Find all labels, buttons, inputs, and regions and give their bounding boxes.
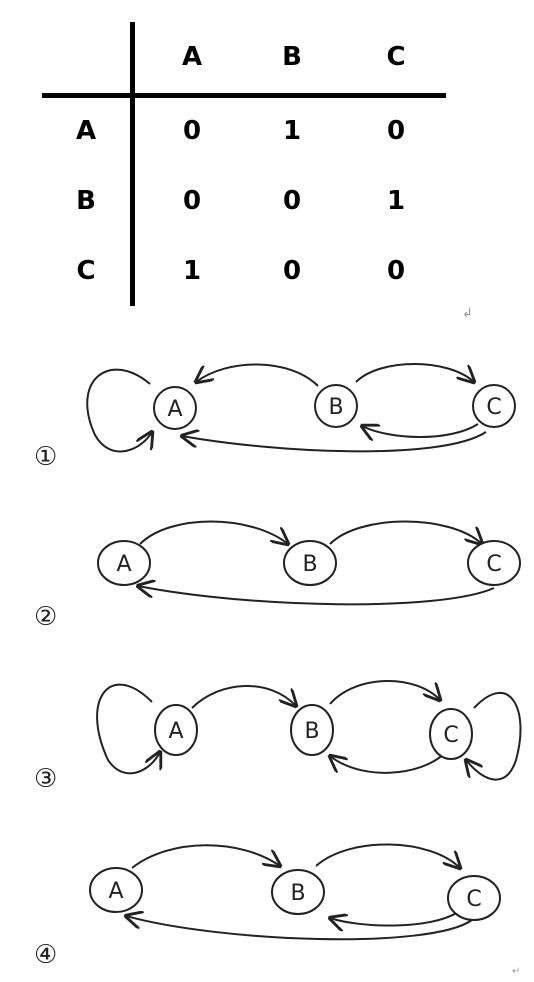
- node-c-label: C: [466, 887, 481, 912]
- edge-b-to-c: [315, 843, 460, 868]
- node-a-label: A: [108, 879, 123, 904]
- node-c-label: C: [443, 723, 458, 748]
- node-a: A: [97, 540, 151, 586]
- option-4-number: ④: [34, 940, 58, 970]
- return-mark-icon: ↲: [462, 306, 473, 321]
- node-b: B: [283, 540, 337, 586]
- row-label-b: B: [76, 186, 96, 216]
- option-3-graph: ③ A B C: [0, 660, 534, 800]
- matrix-cell: 0: [182, 186, 202, 216]
- option-1-graph: ① A B C: [0, 340, 534, 480]
- node-b: B: [271, 869, 325, 915]
- node-b-label: B: [328, 395, 343, 420]
- option-4-graph: ④ A B C ↵: [0, 832, 534, 977]
- edge-c-to-a: [182, 432, 487, 453]
- option-1-number: ①: [34, 442, 58, 472]
- matrix-cell: 0: [386, 256, 406, 286]
- node-a-label: A: [167, 397, 182, 422]
- matrix-cell: 1: [386, 186, 406, 216]
- column-header-a: A: [181, 42, 203, 72]
- option-2-graph: ② A B C: [0, 500, 534, 640]
- matrix-vertical-rule: [130, 22, 135, 306]
- edge-c-to-a: [138, 586, 495, 606]
- node-a: A: [153, 386, 197, 430]
- edge-b-to-c: [329, 520, 482, 545]
- matrix-cell: 0: [282, 186, 302, 216]
- node-c: C: [429, 708, 473, 760]
- edge-c-to-a: [126, 916, 473, 941]
- node-a-label: A: [168, 719, 183, 744]
- option-3-number: ③: [34, 764, 58, 794]
- edge-a-to-b: [139, 520, 288, 545]
- row-label-c: C: [76, 256, 96, 286]
- node-c-label: C: [486, 552, 501, 577]
- edge-a-to-a: [86, 368, 152, 453]
- matrix-cell: 1: [282, 116, 302, 146]
- node-c-label: C: [486, 395, 501, 420]
- node-b: B: [290, 704, 334, 756]
- option-2-number: ②: [34, 602, 58, 632]
- column-header-b: B: [282, 42, 302, 72]
- option-1-diagram: A B C: [86, 363, 516, 453]
- node-a: A: [89, 867, 143, 913]
- node-b: B: [314, 384, 358, 428]
- matrix-cell: 1: [182, 256, 202, 286]
- matrix-cell: 0: [282, 256, 302, 286]
- matrix-cell: 0: [386, 116, 406, 146]
- edge-c-to-b: [362, 423, 479, 437]
- node-c: C: [467, 540, 521, 586]
- edge-a-to-b: [131, 844, 280, 868]
- node-b-label: B: [304, 719, 319, 744]
- node-a-label: A: [116, 552, 131, 577]
- option-3-diagram: A B C: [96, 680, 522, 781]
- adjacency-matrix: A B C A 0 1 0 B 0 0 1 C 1 0 0 ↲: [0, 0, 534, 321]
- edge-c-to-b: [330, 751, 447, 774]
- node-b-label: B: [302, 552, 317, 577]
- edge-a-to-a: [96, 683, 160, 775]
- edge-c-to-c: [466, 692, 522, 781]
- edge-c-to-b: [330, 911, 459, 926]
- row-label-a: A: [75, 116, 97, 146]
- matrix-horizontal-rule: [42, 93, 446, 98]
- node-a: A: [154, 704, 198, 756]
- edge-b-to-c: [355, 363, 474, 382]
- matrix-cell: 0: [182, 116, 202, 146]
- edge-a-to-b: [191, 685, 296, 708]
- edge-b-to-c: [329, 680, 440, 705]
- option-2-diagram: A B C: [97, 520, 521, 606]
- edge-b-to-a: [196, 363, 319, 387]
- node-c: C: [472, 384, 516, 428]
- option-4-diagram: A B C: [89, 843, 501, 941]
- node-c: C: [447, 875, 501, 921]
- return-mark-icon: ↵: [512, 966, 521, 977]
- column-header-c: C: [386, 42, 406, 72]
- node-b-label: B: [290, 881, 305, 906]
